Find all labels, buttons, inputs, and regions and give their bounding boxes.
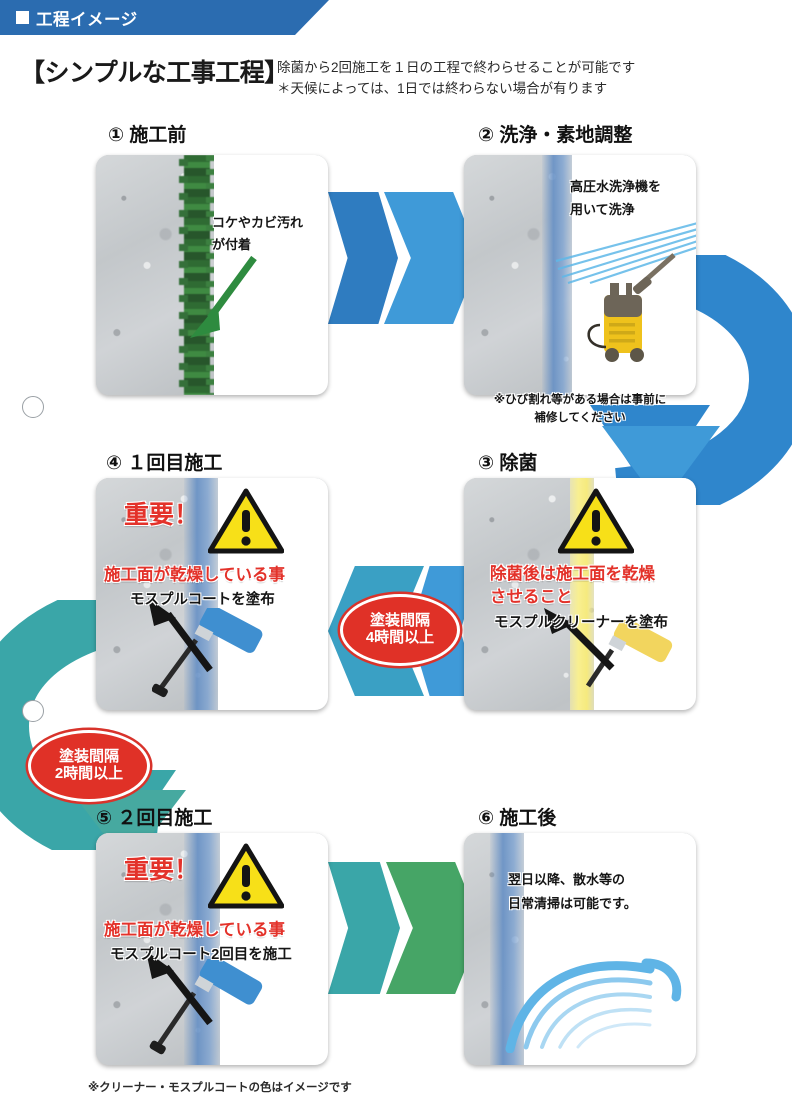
step-1-photo-card bbox=[96, 155, 328, 395]
flow-curve-left-arrowhead-2-icon bbox=[70, 790, 186, 866]
step-6-caption-line-2: 日常清掃は可能です。 bbox=[508, 896, 637, 911]
step-6-caption-line-1: 翌日以降、散水等の bbox=[508, 872, 626, 887]
interval-badge-4h-line-1: 塗装間隔 bbox=[369, 612, 430, 630]
step-4-heading: ④ １回目施工 bbox=[106, 453, 223, 474]
photo-white-overlay bbox=[214, 155, 328, 395]
pressure-washer-icon bbox=[587, 253, 676, 362]
step-4-important-label: 重要！ bbox=[124, 501, 200, 529]
step-2-note-line-1: ※ひび割れ等がある場合は事前に bbox=[493, 394, 667, 406]
step-4-photo-card bbox=[96, 478, 328, 710]
step-4-red-text: 施工面が乾燥している事 bbox=[104, 566, 286, 584]
paint-roller-icon bbox=[149, 959, 263, 1055]
page-title: 【シンプルな工事工程】 bbox=[20, 59, 289, 87]
step-5-important-label: 重要！ bbox=[124, 856, 200, 884]
black-arrow-icon bbox=[146, 951, 213, 1026]
coated-band bbox=[184, 833, 220, 1065]
header-banner: 工程イメージ bbox=[0, 0, 329, 35]
step-1-caption: コケやカビ汚れ が付着 bbox=[212, 212, 303, 256]
chevron-segment-a bbox=[328, 862, 400, 994]
coated-band bbox=[184, 478, 218, 710]
step-4-black-text: モスプルコートを塗布 bbox=[130, 592, 275, 608]
water-spray-icon bbox=[505, 958, 682, 1053]
black-arrow-icon bbox=[544, 608, 615, 671]
step-3-red-text-line-2: させること bbox=[490, 588, 573, 606]
step-5-red-text: 施工面が乾燥している事 bbox=[104, 921, 286, 939]
water-jet-icon bbox=[555, 222, 696, 285]
step-5-photo-card bbox=[96, 833, 328, 1065]
step-2-caption-line-2: 用いて洗浄 bbox=[570, 202, 635, 217]
step-2-heading: ② 洗浄・素地調整 bbox=[478, 125, 633, 146]
step-1-caption-line-1: コケやカビ汚れ bbox=[212, 215, 304, 230]
green-arrow-icon bbox=[190, 255, 257, 338]
moss-growth bbox=[179, 155, 216, 395]
step-2-caption-line-1: 高圧水洗浄機を bbox=[570, 179, 662, 194]
flow-curve-right-icon bbox=[614, 255, 792, 505]
step-3-red-text-line-1: 除菌後は施工面を乾燥 bbox=[490, 565, 655, 583]
interval-badge-2h-line-1: 塗装間隔 bbox=[58, 748, 119, 766]
step-2-caption: 高圧水洗浄機を 用いて洗浄 bbox=[570, 175, 661, 221]
interval-badge-2h-line-2: 2時間以上 bbox=[54, 765, 124, 782]
flow-arrow-step5-to-step6 bbox=[328, 862, 482, 994]
subtitle-line-1: 除菌から2回施工を１日の工程で終わらせることが可能です bbox=[277, 60, 636, 75]
interval-badge-4h: 塗装間隔 4時間以上 bbox=[340, 594, 460, 666]
chevron-segment-a bbox=[328, 192, 398, 324]
flow-curve-left-icon bbox=[0, 600, 162, 850]
banner-title: 工程イメージ bbox=[36, 10, 138, 29]
step-1-heading: ① 施工前 bbox=[108, 125, 187, 146]
black-arrow-icon bbox=[148, 598, 213, 673]
step-5-black-text: モスプルコート2回目を施工 bbox=[110, 947, 292, 963]
interval-badge-2h: 塗装間隔 2時間以上 bbox=[28, 730, 150, 802]
step-6-photo-card bbox=[464, 833, 696, 1065]
square-bullet-icon bbox=[16, 11, 29, 24]
flow-arrow-step1-to-step2 bbox=[328, 192, 480, 324]
page-marker-left-top bbox=[22, 396, 44, 418]
step-1-caption-line-2: が付着 bbox=[212, 237, 252, 252]
step-6-heading: ⑥ 施工後 bbox=[478, 808, 557, 829]
step-2-photo-card bbox=[464, 155, 696, 395]
warning-triangle-icon bbox=[208, 843, 284, 909]
warning-triangle-icon bbox=[208, 488, 284, 554]
flow-curve-right-arrowhead-2-icon bbox=[602, 426, 720, 506]
step-2-note-line-2: 補修してください bbox=[534, 412, 626, 424]
step-3-heading: ③ 除菌 bbox=[478, 453, 538, 474]
paint-roller-icon bbox=[585, 620, 673, 688]
subtitle-line-2: ＊天候によっては、1日では終わらない場合が有ります bbox=[277, 81, 608, 96]
page-marker-left-bottom bbox=[22, 700, 44, 722]
step-2-note: ※ひび割れ等がある場合は事前に 補修してください bbox=[462, 391, 698, 427]
step-6-caption: 翌日以降、散水等の 日常清掃は可能です。 bbox=[508, 868, 637, 916]
footnote: ※クリーナー・モスプルコートの色はイメージです bbox=[88, 1082, 352, 1094]
step-3-black-text: モスプルクリーナーを塗布 bbox=[494, 615, 668, 631]
step-5-heading: ⑤ ２回目施工 bbox=[96, 808, 213, 829]
page-subtitle: 除菌から2回施工を１日の工程で終わらせることが可能です ＊天候によっては、1日で… bbox=[277, 57, 635, 99]
warning-triangle-icon bbox=[558, 488, 634, 554]
interval-badge-4h-line-2: 4時間以上 bbox=[365, 629, 435, 646]
